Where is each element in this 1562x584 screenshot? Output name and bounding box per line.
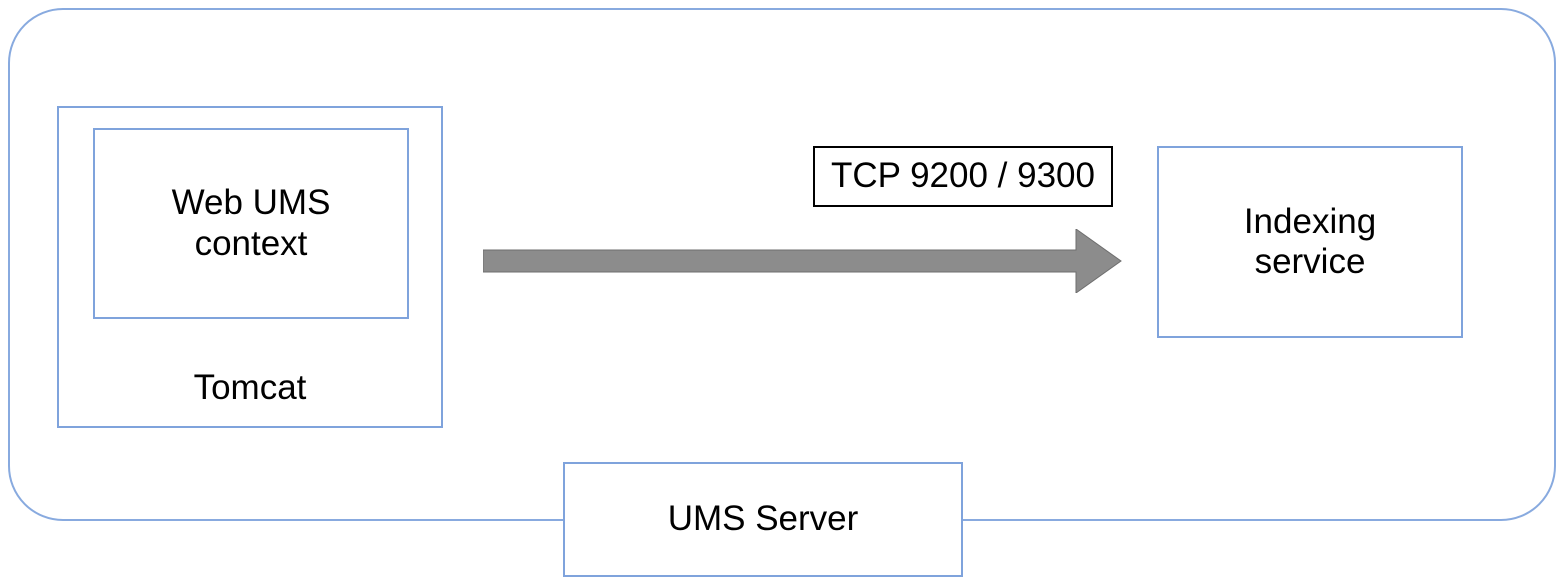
connection-label-box: TCP 9200 / 9300 [813,146,1113,207]
ums-server-label: UMS Server [667,499,859,539]
connection-label: TCP 9200 / 9300 [831,156,1095,196]
node-indexing-service: Indexing service [1157,146,1463,338]
web-ums-context-label: Web UMS context [171,183,331,263]
connection-arrow-icon [483,229,1122,293]
node-web-ums-context: Web UMS context [93,128,409,319]
node-tomcat: Web UMS context Tomcat [57,106,443,428]
indexing-service-label: Indexing service [1243,201,1377,281]
tomcat-label: Tomcat [193,367,307,407]
node-ums-server: UMS Server [563,462,963,577]
